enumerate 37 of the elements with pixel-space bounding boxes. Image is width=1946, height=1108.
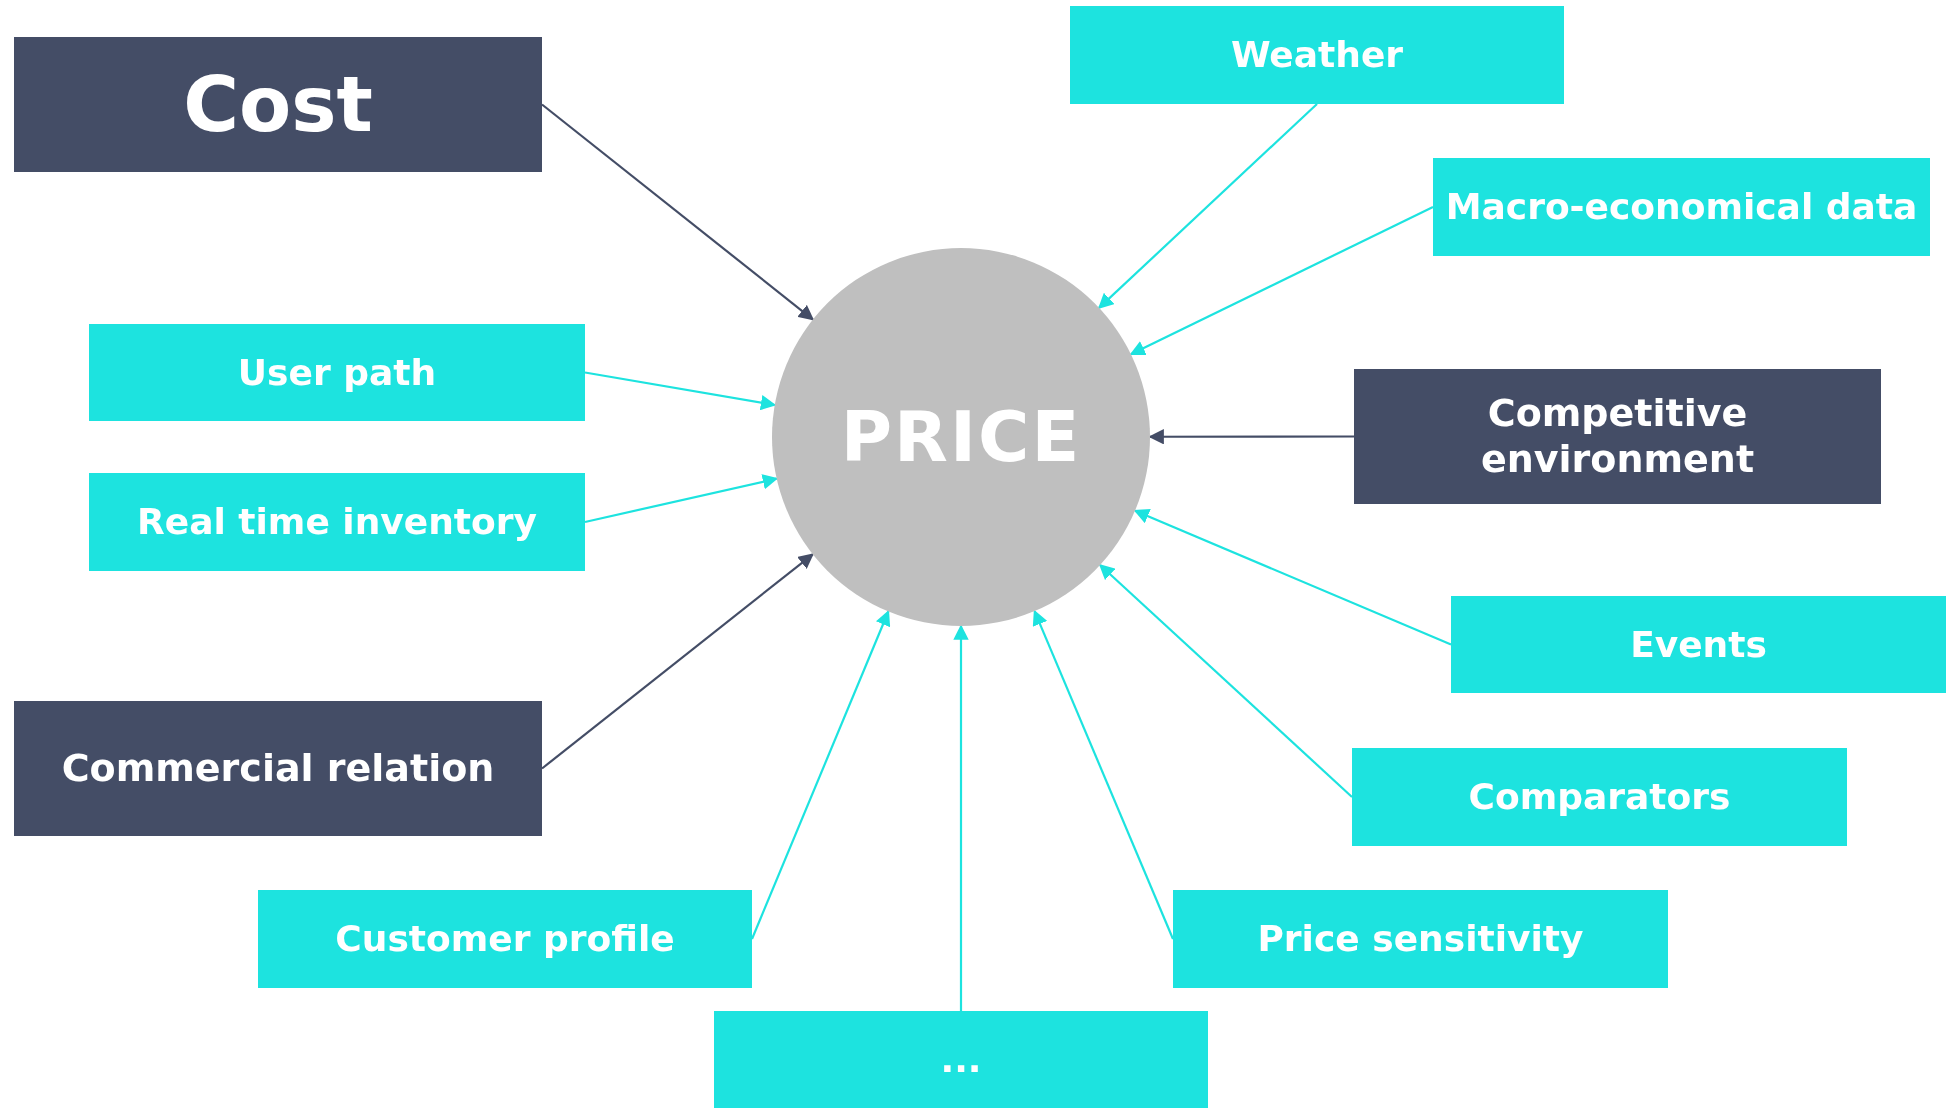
factor-box [1173,890,1668,988]
factor-box [14,701,542,836]
arrow [584,474,779,524]
box-label: Real time inventory [136,500,538,544]
box-label: Comparators [1467,775,1732,819]
factor-box [1070,6,1564,104]
factor-box [258,890,752,988]
box-label: Weather [1229,33,1405,77]
box-label: User path [236,350,438,395]
arrow [1129,206,1434,356]
arrow [541,553,814,770]
arrow [1148,429,1354,445]
box-label: Price sensitivity [1256,917,1585,961]
factor-box [1451,596,1946,693]
box-label: Competitive environment [1479,390,1756,483]
arrow [1098,563,1353,798]
factor-box [89,473,585,571]
arrow [1133,509,1452,646]
arrow [1097,103,1318,309]
box-label: Customer profile [334,917,676,961]
arrow [953,624,969,1011]
circle-label: PRICE [839,395,1083,479]
factor-box [1433,158,1930,256]
factor-box [14,37,542,172]
arrow [751,610,891,940]
box-label: Commercial relation [60,745,496,792]
box-label: Events [1629,622,1768,667]
box-label: Cost [182,58,374,151]
factor-box [1352,748,1847,846]
factor-box [89,324,585,421]
factor-box [714,1011,1208,1108]
arrow [1032,609,1174,940]
arrow [584,371,777,411]
factor-box [1354,369,1881,504]
arrow [541,103,815,321]
box-label: Macro-economical data [1444,185,1919,229]
box-label: ... [939,1037,983,1082]
